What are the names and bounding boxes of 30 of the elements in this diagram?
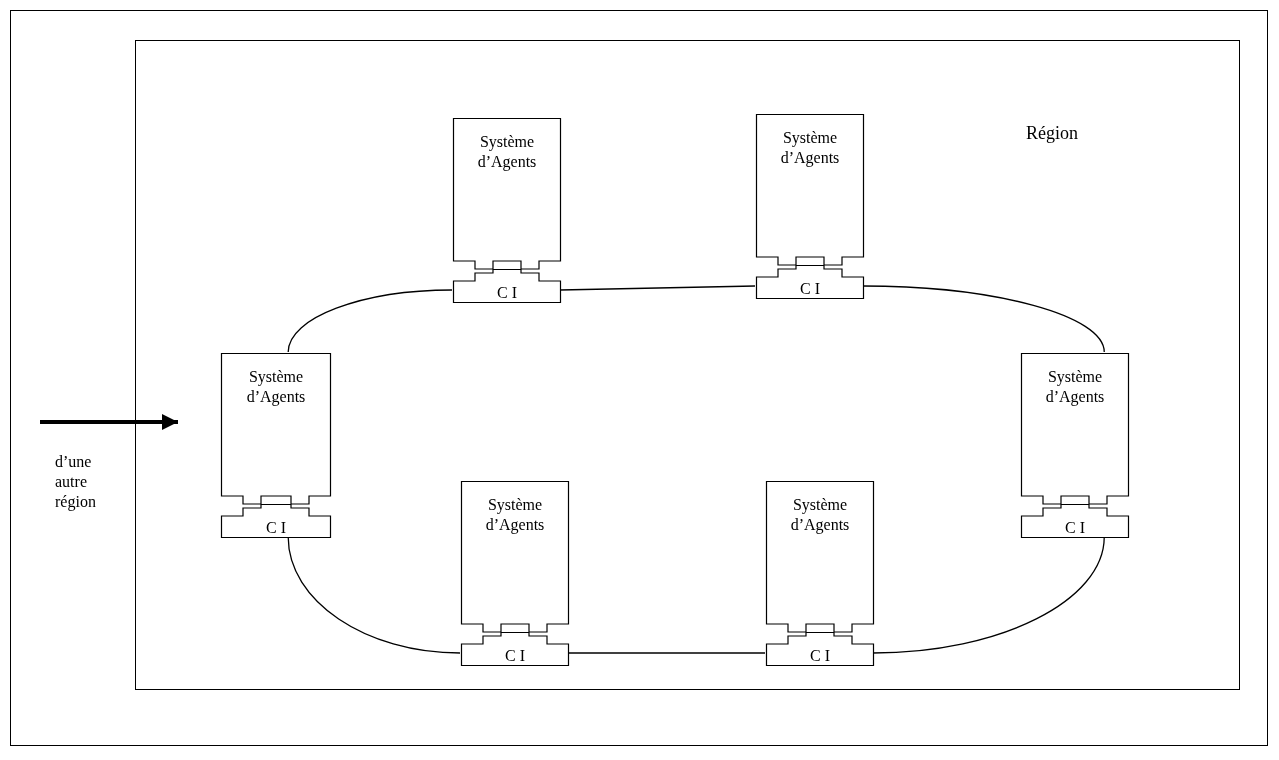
agent-system-box <box>453 118 561 271</box>
connector-label: C I <box>496 283 518 303</box>
agent-system-box <box>1021 353 1129 506</box>
interface-connector-box <box>221 504 331 538</box>
connector-label: C I <box>265 518 287 538</box>
agent-system-label: Système d’Agents <box>789 495 851 535</box>
interface-connector-box <box>1021 504 1129 538</box>
interface-connector-box <box>453 269 561 303</box>
interface-connector-box <box>461 632 569 666</box>
connector-label: C I <box>1064 518 1086 538</box>
connector-label: C I <box>809 646 831 666</box>
agent-system-label: Système d’Agents <box>1044 367 1106 407</box>
region-box <box>135 40 1240 690</box>
connector-line <box>287 536 461 654</box>
agent-system-box <box>756 114 864 267</box>
agent-system-label: Système d’Agents <box>484 495 546 535</box>
region-title: Région <box>1026 123 1078 143</box>
agent-system-label: Système d’Agents <box>245 367 307 407</box>
arrow <box>40 414 178 430</box>
connector-label: C I <box>504 646 526 666</box>
interface-connector-box <box>766 632 874 666</box>
source-text: d’une autre région <box>55 452 97 512</box>
agent-system-box <box>766 481 874 634</box>
agent-system-box <box>461 481 569 634</box>
agent-system-label: Système d’Agents <box>779 128 841 168</box>
connector-label: C I <box>799 279 821 299</box>
connector-line <box>287 289 453 353</box>
agent-system-box <box>221 353 331 506</box>
interface-connector-box <box>756 265 864 299</box>
agent-system-label: Système d’Agents <box>476 132 538 172</box>
